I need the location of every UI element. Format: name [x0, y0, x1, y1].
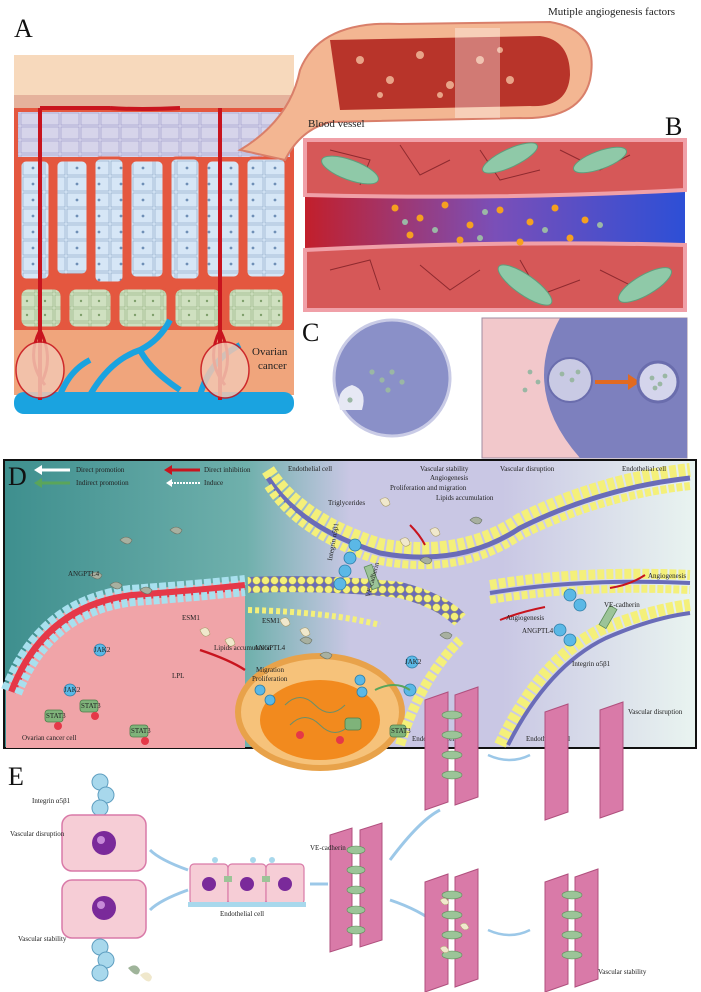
label-vascular-disruption: Vascular disruption [500, 465, 555, 473]
label-angptl4-mid: ANGPTL4 [254, 644, 286, 652]
factors-label: Mutiple angiogenesis factors [548, 6, 676, 18]
panel-c-letter: C [302, 318, 320, 347]
label-angptl4-left: ANGPTL4 [68, 570, 100, 578]
panel-d-letter: D [8, 462, 27, 491]
label-lpl: LPL [172, 672, 185, 680]
label-ovarian-cancer-cell: Ovarian cancer cell [22, 734, 77, 742]
label-e-vascular-disruption-left: Vascular disruption [10, 830, 65, 838]
label-triglycerides: Triglycerides [328, 499, 366, 507]
legend-indirect-promotion: Indirect promotion [76, 479, 129, 487]
label-migration: Migration [256, 666, 284, 674]
label-angptl4-right: ANGPTL4 [522, 627, 554, 635]
panel-a-letter: A [14, 14, 33, 43]
label-e-integrin: Integrin α5β1 [32, 797, 71, 805]
label-jak2-left-1: JAK2 [94, 646, 111, 654]
label-e-endothelial-cell: Endothelial cell [220, 910, 265, 918]
label-stat3-mid: STAT3 [391, 727, 411, 735]
panel-e-letter: E [8, 762, 24, 791]
label-proliferation-migration: Proliferation and migration [390, 484, 467, 492]
label-e-vecadherin: VE-cadherin [310, 844, 346, 852]
label-endothelial-cell-top-right: Endothelial cell [622, 465, 667, 473]
legend-direct-inhibition: Direct inhibition [204, 466, 251, 474]
label-esm1-left: ESM1 [182, 614, 200, 622]
label-e-vascular-disruption-right: Vascular disruption [628, 708, 683, 716]
label-jak2-left-2: JAK2 [64, 686, 81, 694]
ovarian-cancer-label-2: cancer [258, 360, 287, 372]
legend-direct-promotion: Direct promotion [76, 466, 125, 474]
label-angiogenesis-right-1: Angiogenesis [648, 572, 687, 580]
label-jak2-mid: JAK2 [405, 658, 422, 666]
label-stat3-1: STAT3 [46, 712, 66, 720]
ovarian-cancer-label-1: Ovarian [252, 346, 288, 358]
label-e-vascular-stability-left: Vascular stability [18, 935, 67, 943]
label-stat3-2: STAT3 [81, 702, 101, 710]
legend-induce: Induce [204, 479, 224, 487]
label-endothelial-cell-top: Endothelial cell [288, 465, 333, 473]
panel-a-illustration [14, 20, 688, 459]
panel-b-letter: B [665, 112, 683, 141]
label-vecadherin-right: VE-cadherin [604, 601, 640, 609]
label-e-vascular-stability-right: Vascular stability [598, 968, 647, 976]
blood-vessel-label: Blood vessel [308, 118, 365, 130]
label-stat3-3: STAT3 [131, 727, 151, 735]
label-lipids-accumulation-top: Lipids accumulation [436, 494, 494, 502]
label-esm1-mid: ESM1 [262, 617, 280, 625]
label-angiogenesis-right-2: Angiogenesis [506, 614, 545, 622]
label-vascular-stability: Vascular stability [420, 465, 469, 473]
label-lipids-accumulation-mid: Lipids accumulation [214, 644, 272, 652]
label-angiogenesis-top: Angiogenesis [430, 474, 469, 482]
label-integrin-right: Integrin α5β1 [572, 660, 611, 668]
label-proliferation: Proliferation [252, 675, 288, 683]
